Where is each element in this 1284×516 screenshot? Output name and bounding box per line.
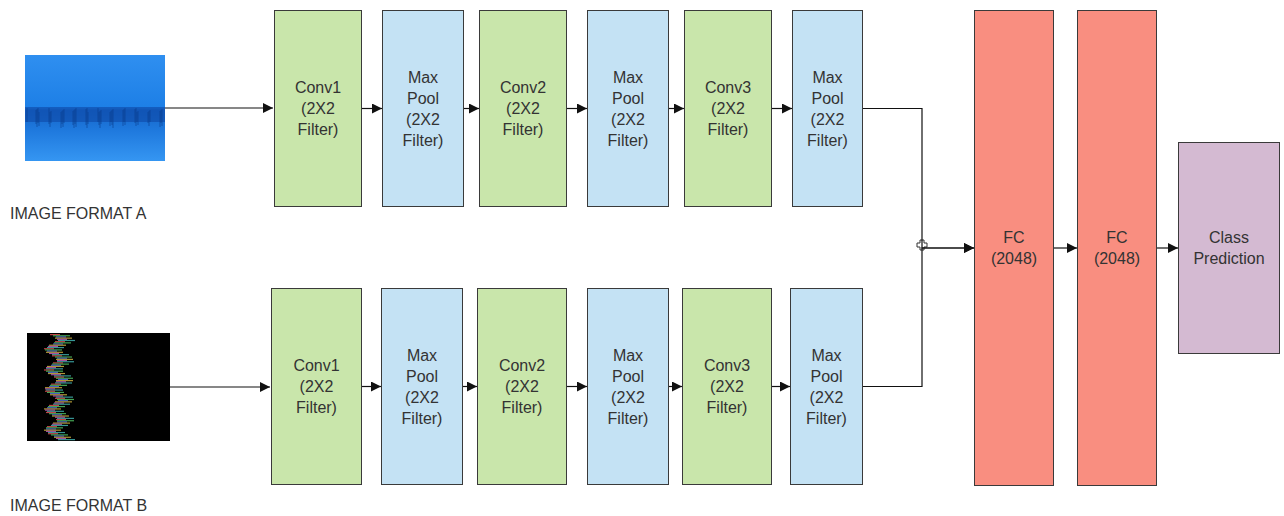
layer-label: Conv1 (2X2 Filter) <box>286 355 348 418</box>
layer-label: Conv2 (2X2 Filter) <box>491 355 553 418</box>
flow-arrow <box>1157 247 1178 248</box>
flow-arrow <box>1054 247 1077 248</box>
layer-label: Class Prediction <box>1187 227 1271 269</box>
layer-label: FC (2048) <box>1086 227 1148 269</box>
conv-layer: Conv3 (2X2 Filter) <box>684 10 772 207</box>
conv-layer: Conv2 (2X2 Filter) <box>479 10 567 207</box>
image-caption: IMAGE FORMAT B <box>10 497 147 515</box>
flow-arrow <box>772 386 790 387</box>
spectrogram-image-b <box>27 333 170 441</box>
layer-label: Conv2 (2X2 Filter) <box>492 77 554 140</box>
maxpool-layer: Max Pool (2X2 Filter) <box>587 10 669 207</box>
flow-arrow <box>362 386 381 387</box>
flow-arrow <box>464 108 479 109</box>
fc-layer: FC (2048) <box>1077 10 1157 486</box>
spectrogram-image-a <box>25 55 165 161</box>
conv-layer: Conv1 (2X2 Filter) <box>274 10 362 207</box>
layer-label: Max Pool (2X2 Filter) <box>600 345 656 429</box>
layer-label: Max Pool (2X2 Filter) <box>800 67 856 151</box>
flow-arrow <box>863 248 974 387</box>
conv-layer: Conv1 (2X2 Filter) <box>271 288 362 485</box>
layer-label: Conv3 (2X2 Filter) <box>696 355 758 418</box>
maxpool-layer: Max Pool (2X2 Filter) <box>587 288 669 485</box>
flow-arrow <box>463 386 477 387</box>
layer-label: Conv3 (2X2 Filter) <box>697 77 759 140</box>
flow-arrow <box>362 108 382 109</box>
input-arrow <box>170 386 270 387</box>
flow-arrow <box>772 108 792 109</box>
layer-label: Max Pool (2X2 Filter) <box>799 345 855 429</box>
image-caption: IMAGE FORMAT A <box>10 205 146 223</box>
layer-label: Max Pool (2X2 Filter) <box>395 67 451 151</box>
conv-layer: Conv3 (2X2 Filter) <box>682 288 772 485</box>
flow-arrow <box>863 109 974 249</box>
layer-label: Max Pool (2X2 Filter) <box>394 345 450 429</box>
flow-arrow <box>567 108 587 109</box>
layer-label: FC (2048) <box>983 227 1045 269</box>
conv-layer: Conv2 (2X2 Filter) <box>477 288 567 485</box>
maxpool-layer: Max Pool (2X2 Filter) <box>792 10 863 207</box>
layer-label: Conv1 (2X2 Filter) <box>287 77 349 140</box>
flow-arrow <box>669 386 682 387</box>
output-box: Class Prediction <box>1178 142 1280 354</box>
input-arrow <box>165 107 273 108</box>
maxpool-layer: Max Pool (2X2 Filter) <box>790 288 863 485</box>
layer-label: Max Pool (2X2 Filter) <box>600 67 656 151</box>
flow-arrow <box>669 108 684 109</box>
maxpool-layer: Max Pool (2X2 Filter) <box>382 10 464 207</box>
maxpool-layer: Max Pool (2X2 Filter) <box>381 288 463 485</box>
flow-arrow <box>567 386 587 387</box>
fc-layer: FC (2048) <box>974 10 1054 486</box>
